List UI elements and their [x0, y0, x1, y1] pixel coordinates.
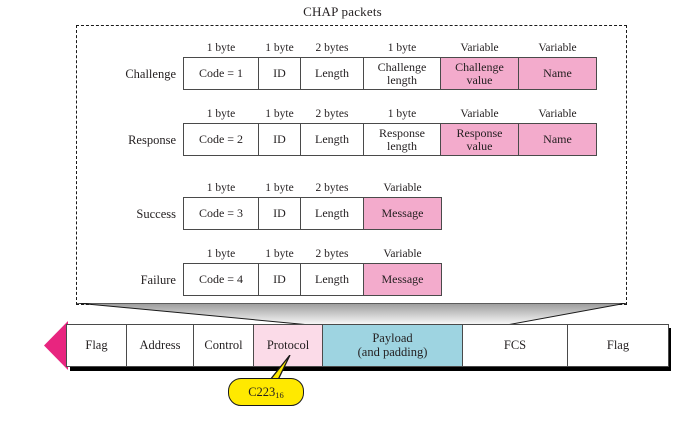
field-size-label: 1 byte — [387, 108, 417, 121]
field-name: ID — [273, 272, 286, 287]
field-length: 2 bytes Length — [301, 109, 364, 155]
field-name-cell: Variable Name — [519, 109, 596, 155]
frame-cell-protocol: Protocol — [254, 325, 323, 366]
callout-subscript: 16 — [275, 390, 284, 400]
page-title: CHAP packets — [303, 4, 382, 19]
field-size-label: 2 bytes — [315, 42, 349, 55]
field-size-label: Variable — [383, 182, 422, 195]
field-id: 1 byte ID — [259, 183, 301, 229]
field-name: Response length — [379, 126, 425, 153]
field-name: Length — [315, 272, 349, 287]
field-name-cell: Variable Name — [519, 43, 596, 89]
field-challenge-length: 1 byte Challenge length — [364, 43, 441, 89]
field-size-label: Variable — [538, 108, 577, 121]
packet-label-response: Response — [128, 133, 176, 147]
field-name: Response value — [456, 126, 503, 153]
field-id: 1 byte ID — [259, 109, 301, 155]
frame-cell-payload: Payload (and padding) — [323, 325, 463, 366]
payload-line1: Payload — [372, 331, 413, 346]
field-code: 1 byte Code = 4 — [184, 249, 259, 295]
field-size-label: 1 byte — [206, 182, 236, 195]
field-name: Challenge length — [377, 60, 427, 87]
field-name: Challenge value — [455, 60, 504, 87]
field-length: 2 bytes Length — [301, 183, 364, 229]
packet-label-failure: Failure — [140, 273, 176, 287]
field-id: 1 byte ID — [259, 249, 301, 295]
field-size-label: 1 byte — [265, 248, 294, 261]
frame-cell-address: Address — [127, 325, 194, 366]
field-size-label: Variable — [460, 42, 499, 55]
packet-fields-response: 1 byte Code = 2 1 byte ID 2 bytes Length… — [183, 109, 597, 156]
field-name: Code = 3 — [198, 206, 244, 221]
field-name: Message — [381, 206, 424, 221]
field-response-length: 1 byte Response length — [364, 109, 441, 155]
payload-line2: (and padding) — [357, 344, 428, 359]
field-name: Message — [381, 272, 424, 287]
field-size-label: 2 bytes — [315, 182, 349, 195]
field-code: 1 byte Code = 1 — [184, 43, 259, 89]
field-size-label: Variable — [460, 108, 499, 121]
field-size-label: 2 bytes — [315, 108, 349, 121]
field-length: 2 bytes Length — [301, 249, 364, 295]
frame-cell-fcs: FCS — [463, 325, 568, 366]
field-size-label: 1 byte — [265, 42, 294, 55]
field-code: 1 byte Code = 3 — [184, 183, 259, 229]
frame-cells: Flag Address Control Protocol Payload (a… — [66, 324, 669, 367]
frame-direction-arrow-icon — [44, 321, 68, 370]
field-size-label: 1 byte — [265, 108, 294, 121]
field-message: Variable Message — [364, 183, 441, 229]
packet-fields-challenge: 1 byte Code = 1 1 byte ID 2 bytes Length… — [183, 43, 597, 90]
field-size-label: Variable — [383, 248, 422, 261]
field-name: ID — [273, 206, 286, 221]
field-name: Length — [315, 132, 349, 147]
packet-label-challenge: Challenge — [125, 67, 176, 81]
field-size-label: 1 byte — [387, 42, 417, 55]
field-challenge-value: Variable Challenge value — [441, 43, 519, 89]
frame-cell-flag-end: Flag — [568, 325, 668, 366]
packet-fields-failure: 1 byte Code = 4 1 byte ID 2 bytes Length… — [183, 249, 442, 296]
field-name: Name — [543, 66, 572, 81]
field-name: Code = 1 — [198, 66, 244, 81]
packet-fields-success: 1 byte Code = 3 1 byte ID 2 bytes Length… — [183, 183, 442, 230]
callout-value: C223 — [248, 384, 276, 399]
field-id: 1 byte ID — [259, 43, 301, 89]
field-code: 1 byte Code = 2 — [184, 109, 259, 155]
field-name: Name — [543, 132, 572, 147]
field-size-label: 2 bytes — [315, 248, 349, 261]
field-size-label: Variable — [538, 42, 577, 55]
field-length: 2 bytes Length — [301, 43, 364, 89]
field-size-label: 1 byte — [265, 182, 294, 195]
packet-label-success: Success — [136, 207, 176, 221]
expansion-fan — [76, 303, 627, 326]
field-name: Code = 2 — [198, 132, 244, 147]
field-name: ID — [273, 66, 286, 81]
frame-cell-control: Control — [194, 325, 254, 366]
field-size-label: 1 byte — [206, 42, 236, 55]
frame-cell-flag-start: Flag — [67, 325, 127, 366]
field-size-label: 1 byte — [206, 248, 236, 261]
field-response-value: Variable Response value — [441, 109, 519, 155]
field-name: Length — [315, 206, 349, 221]
field-name: Length — [315, 66, 349, 81]
field-name: ID — [273, 132, 286, 147]
field-message: Variable Message — [364, 249, 441, 295]
ppp-frame: Flag Address Control Protocol Payload (a… — [44, 321, 671, 371]
field-name: Code = 4 — [198, 272, 244, 287]
field-size-label: 1 byte — [206, 108, 236, 121]
